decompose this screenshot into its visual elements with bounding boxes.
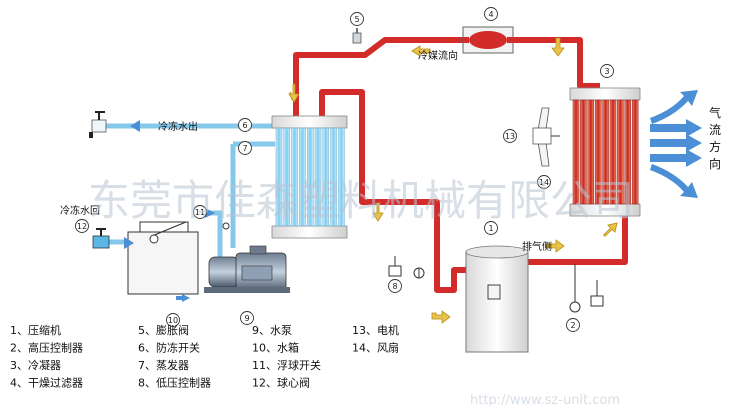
svg-text:3: 3 [604, 67, 609, 76]
svg-text:14: 14 [539, 178, 549, 187]
legend-item: 6、防冻开关 [138, 341, 200, 355]
svg-text:11: 11 [195, 208, 205, 217]
marker-6: 6 [238, 118, 252, 132]
legend-item: 14、风扇 [352, 341, 399, 355]
expansion-valve [352, 28, 362, 44]
marker-1: 1 [484, 221, 498, 235]
svg-text:8: 8 [392, 282, 397, 291]
svg-text:9: 9 [244, 314, 249, 323]
marker-14: 14 [537, 175, 551, 189]
legend-item: 11、浮球开关 [252, 358, 321, 372]
exhaust-side-label: 排气侧 [522, 240, 552, 253]
svg-text:4: 4 [488, 10, 493, 19]
legend-item: 2、高压控制器 [10, 341, 83, 355]
arrow-up-right-icon [650, 90, 698, 124]
marker-9: 9 [240, 311, 254, 325]
marker-5: 5 [350, 12, 364, 26]
refrigerant-flow-label: 冷媒流向 [418, 49, 458, 62]
legend-item: 3、冷凝器 [10, 358, 61, 372]
low-pressure-controller [388, 256, 425, 279]
marker-11: 11 [193, 205, 207, 219]
legend-item: 7、蒸发器 [138, 358, 189, 372]
legend-item: 1、压缩机 [10, 323, 61, 337]
svg-text:气: 气 [709, 105, 721, 120]
condenser [569, 87, 641, 217]
legend-item: 8、低压控制器 [138, 376, 211, 390]
marker-12: 12 [75, 219, 89, 233]
condenser-fan [532, 107, 560, 167]
legend-item: 9、水泵 [252, 324, 292, 337]
arrow-right-icon [650, 119, 702, 137]
water-flow-arrows [124, 120, 215, 302]
arrow-down-right-icon [650, 164, 698, 198]
svg-text:向: 向 [709, 156, 721, 171]
airflow-arrows [650, 90, 702, 198]
svg-text:流: 流 [709, 123, 721, 137]
watermark: 东莞市佳森塑料机械有限公司 [88, 176, 634, 225]
svg-text:12: 12 [77, 222, 87, 231]
arrow-down-icon [551, 37, 565, 57]
compressor [465, 245, 529, 353]
marker-13: 13 [503, 129, 517, 143]
legend-item: 12、球心阀 [252, 376, 310, 390]
evaporator [271, 115, 348, 239]
legend-item: 4、干燥过滤器 [10, 377, 83, 390]
svg-text:13: 13 [505, 132, 515, 141]
marker-4: 4 [484, 7, 498, 21]
high-pressure-controller [569, 264, 604, 313]
arrow-right-icon [545, 239, 565, 253]
svg-text:6: 6 [242, 121, 247, 130]
legend-item: 13、电机 [352, 323, 399, 337]
arrow-down-icon [372, 202, 384, 222]
component-legend: 1、压缩机 2、高压控制器 3、冷凝器 4、干燥过滤器 5、膨胀阀 6、防冻开关 7、蒸发器… [10, 323, 399, 390]
svg-text:方: 方 [709, 139, 721, 154]
svg-text:2: 2 [570, 321, 575, 330]
marker-10: 10 [166, 313, 180, 327]
drier-filter [462, 26, 514, 54]
svg-text:5: 5 [354, 15, 359, 24]
arrow-right-icon [431, 310, 451, 324]
airflow-direction-label: 气 流 方 向 [709, 105, 721, 171]
water-pump [204, 245, 290, 293]
marker-7: 7 [238, 141, 252, 155]
watermark-url: http://www.sz-unit.com [470, 393, 620, 406]
arrow-left-icon [130, 120, 140, 132]
arrow-left-icon [411, 45, 431, 57]
svg-text:10: 10 [168, 316, 178, 325]
chilled-water-outlet-valve [89, 111, 107, 138]
marker-8: 8 [388, 279, 402, 293]
legend-item: 10、水箱 [252, 341, 299, 355]
legend-item: 5、膨胀阀 [138, 323, 189, 337]
svg-text:1: 1 [488, 224, 493, 233]
arrow-right-icon [205, 208, 215, 218]
arrow-up-icon [603, 222, 618, 237]
float-switch [222, 222, 230, 230]
arrow-down-icon [288, 83, 300, 103]
arrow-right-icon [124, 237, 134, 249]
marker-2: 2 [566, 318, 580, 332]
arrow-right-icon [650, 134, 702, 152]
arrow-right-icon [650, 149, 702, 167]
marker-3: 3 [600, 64, 614, 78]
water-tank [127, 221, 199, 295]
refrigerant-flow-arrows [288, 37, 618, 324]
chilled-water-out-label: 冷冻水出 [158, 120, 198, 133]
svg-text:7: 7 [242, 144, 247, 153]
ball-valve-12 [92, 228, 110, 249]
chilled-water-return-label: 冷冻水回 [60, 204, 100, 217]
